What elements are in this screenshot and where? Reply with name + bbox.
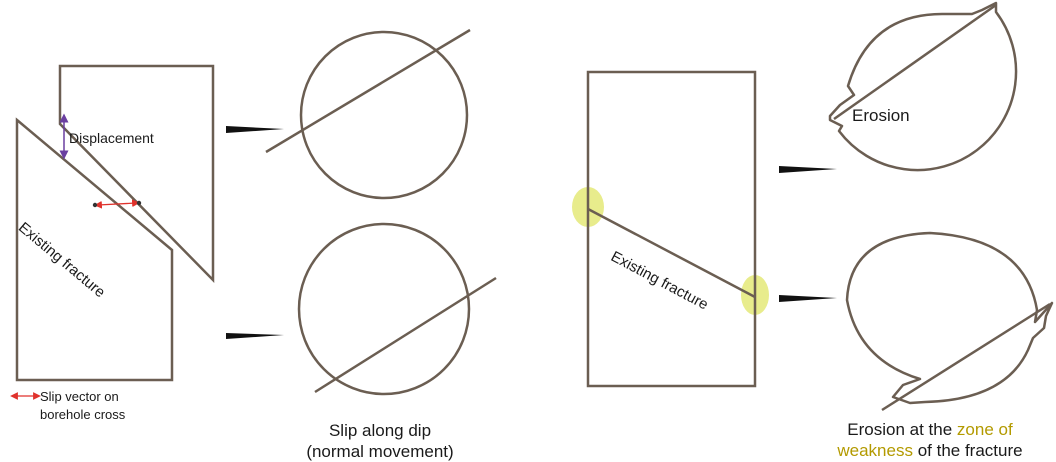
- caption-right-part1: Erosion at the: [847, 420, 957, 439]
- caption-right-highlight1: zone of: [957, 420, 1013, 439]
- caption-right-part2: of the fracture: [913, 441, 1023, 460]
- pointer-arrow-bottom-right: [779, 295, 837, 302]
- pointer-arrow-top-left: [226, 126, 284, 133]
- pointer-arrow-bottom-left: [226, 333, 284, 339]
- caption-left-line2: (normal movement): [280, 441, 480, 462]
- caption-right-highlight2: weakness: [837, 441, 913, 460]
- slip-point-right: [137, 201, 141, 205]
- core-block: [588, 72, 755, 386]
- caption-right-line2: weakness of the fracture: [805, 440, 1055, 461]
- caption-left-line1: Slip along dip: [280, 420, 480, 441]
- fracture-trace-top-left: [266, 30, 470, 152]
- slip-legend-line2: borehole cross: [40, 407, 125, 422]
- caption-left: Slip along dip (normal movement): [280, 420, 480, 462]
- fracture-trace-bottom-left: [315, 278, 496, 392]
- displacement-label: Displacement: [69, 130, 154, 146]
- borehole-circle-bottom-left: [299, 224, 469, 394]
- borehole-outline-bottom-right: [847, 233, 1052, 403]
- slip-legend-line1: Slip vector on: [40, 389, 119, 404]
- hanging-wall-block: [60, 66, 213, 280]
- borehole-outline-top-right: [830, 3, 1016, 170]
- erosion-label: Erosion: [852, 106, 910, 126]
- caption-right-line1: Erosion at the zone of: [805, 419, 1055, 440]
- pointer-arrow-top-right: [779, 166, 837, 173]
- caption-right: Erosion at the zone of weakness of the f…: [805, 419, 1055, 461]
- slip-point-left: [93, 203, 97, 207]
